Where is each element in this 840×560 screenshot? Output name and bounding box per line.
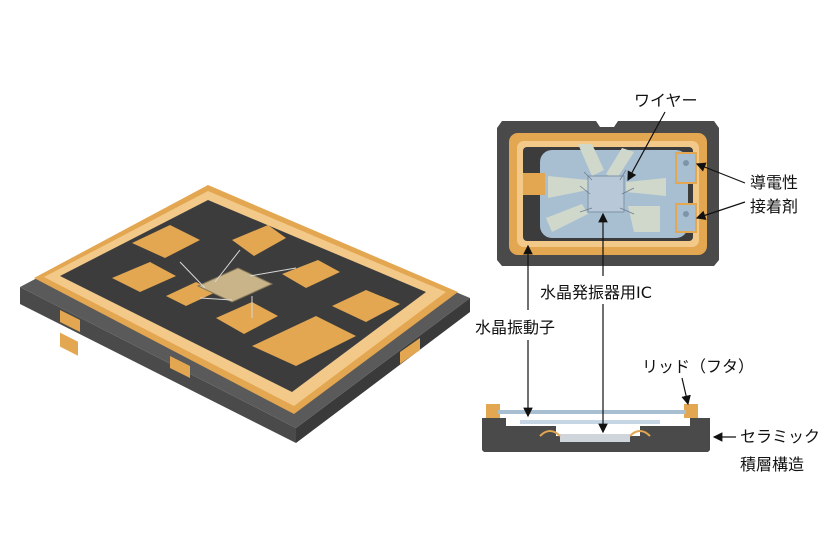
- ceramic-base-side-right: [296, 298, 470, 443]
- top-view-adhesive-upper: [675, 152, 697, 184]
- top-view-crystal-edge: [523, 173, 545, 195]
- cross-section-gold-right: [684, 404, 698, 418]
- top-view-pad-left: [548, 176, 588, 198]
- top-view-pad-top-left: [578, 144, 604, 176]
- cross-section-crystal: [520, 420, 660, 424]
- adhesive-leader-lower: [695, 201, 746, 220]
- side-terminal-1: [170, 356, 190, 378]
- side-terminal: [60, 332, 78, 356]
- label-wire: ワイヤー: [634, 91, 698, 110]
- leader-lines: [523, 111, 746, 442]
- label-oscillator-ic: 水晶発振器用IC: [540, 283, 652, 302]
- bond-wires-3d: [179, 249, 297, 318]
- cross-section-lid: [498, 410, 686, 414]
- cross-section-ic: [560, 434, 630, 442]
- ic-chip-3d: [196, 267, 274, 303]
- package-cross-section: [482, 404, 710, 452]
- label-ceramic-2: 積層構造: [740, 455, 804, 474]
- cross-section-wire-right: [629, 430, 651, 437]
- top-view-pad-bottom-left: [546, 204, 588, 232]
- side-terminal-3: [400, 338, 420, 364]
- label-crystal-unit: 水晶振動子: [475, 318, 555, 337]
- pad-bottom: [216, 302, 278, 334]
- package-3d-illustration: [20, 185, 470, 443]
- cross-section-wire-left: [539, 430, 561, 437]
- top-view-adhesive-lower: [675, 203, 697, 233]
- lid-leader: [681, 377, 691, 406]
- top-view-bond-wires: [579, 169, 635, 215]
- cross-section-gold-left: [486, 404, 500, 418]
- cross-section-ceramic: [482, 418, 710, 452]
- pad-top-left: [132, 225, 200, 258]
- top-view-ic-chip: [587, 175, 625, 213]
- label-conductive-adhesive-1: 導電性: [750, 173, 798, 192]
- pad-bottom-right: [252, 316, 356, 366]
- pad-left: [112, 262, 176, 292]
- wire-leader: [627, 111, 666, 182]
- pad-top-right: [232, 225, 286, 256]
- label-ceramic-1: セラミック: [740, 427, 820, 446]
- top-view-pad-top-right: [606, 148, 634, 180]
- pad-right: [282, 260, 340, 288]
- label-lid: リッド（フタ）: [642, 357, 754, 376]
- adhesive-dot-lower: [683, 211, 689, 217]
- ceramic-base-side: [20, 287, 296, 443]
- side-terminal-2: [60, 310, 80, 332]
- label-conductive-adhesive-2: 接着剤: [750, 197, 798, 216]
- adhesive-leader-upper: [695, 162, 746, 184]
- top-view-pad-right: [626, 178, 666, 196]
- pad-far-right: [332, 290, 400, 322]
- adhesive-dot-upper: [683, 160, 689, 166]
- package-top-view: [497, 121, 719, 266]
- top-view-pad-bottom-right: [628, 206, 660, 232]
